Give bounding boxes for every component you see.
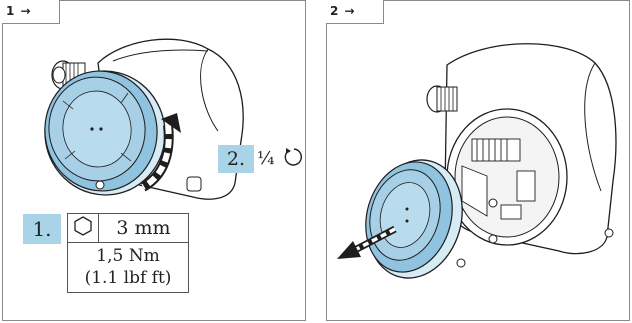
step-2-panel: 2 → xyxy=(326,0,630,321)
step-1-panel: 1 → 2. ¼ 1. 3 mm 1,5 Nm (1.1 lbf ft) xyxy=(2,0,306,321)
torque-imperial: (1.1 lbf ft) xyxy=(84,268,172,288)
quarter-turn-instruction: ¼ xyxy=(257,146,304,172)
pull-off-arrow-icon xyxy=(337,225,397,259)
step-2-tab: 2 → xyxy=(326,0,384,24)
step-number: 2 xyxy=(330,4,339,18)
tool-spec-table: 3 mm 1,5 Nm (1.1 lbf ft) xyxy=(67,213,189,293)
rotation-arrow-icon xyxy=(140,113,181,192)
step-number: 1 xyxy=(6,4,15,18)
rotate-counterclockwise-icon xyxy=(284,148,303,166)
torque-spec: 1,5 Nm (1.1 lbf ft) xyxy=(67,242,189,293)
step-1-tab: 1 → xyxy=(2,0,60,24)
step-arrow: → xyxy=(20,4,31,18)
cable-gland xyxy=(426,85,458,113)
torque-metric: 1,5 Nm xyxy=(96,246,160,266)
removed-cover xyxy=(365,159,466,279)
substep-1-label: 1. xyxy=(23,214,61,244)
substep-2-label: 2. xyxy=(218,145,254,173)
housing-open-cover-illustration xyxy=(337,43,617,279)
step-arrow: → xyxy=(344,4,355,18)
rotation-fraction: ¼ xyxy=(257,148,275,169)
hex-key-cell xyxy=(67,213,99,243)
housing-with-cover-illustration xyxy=(44,38,244,200)
tool-size: 3 mm xyxy=(98,213,189,243)
hex-key-icon xyxy=(74,216,92,236)
